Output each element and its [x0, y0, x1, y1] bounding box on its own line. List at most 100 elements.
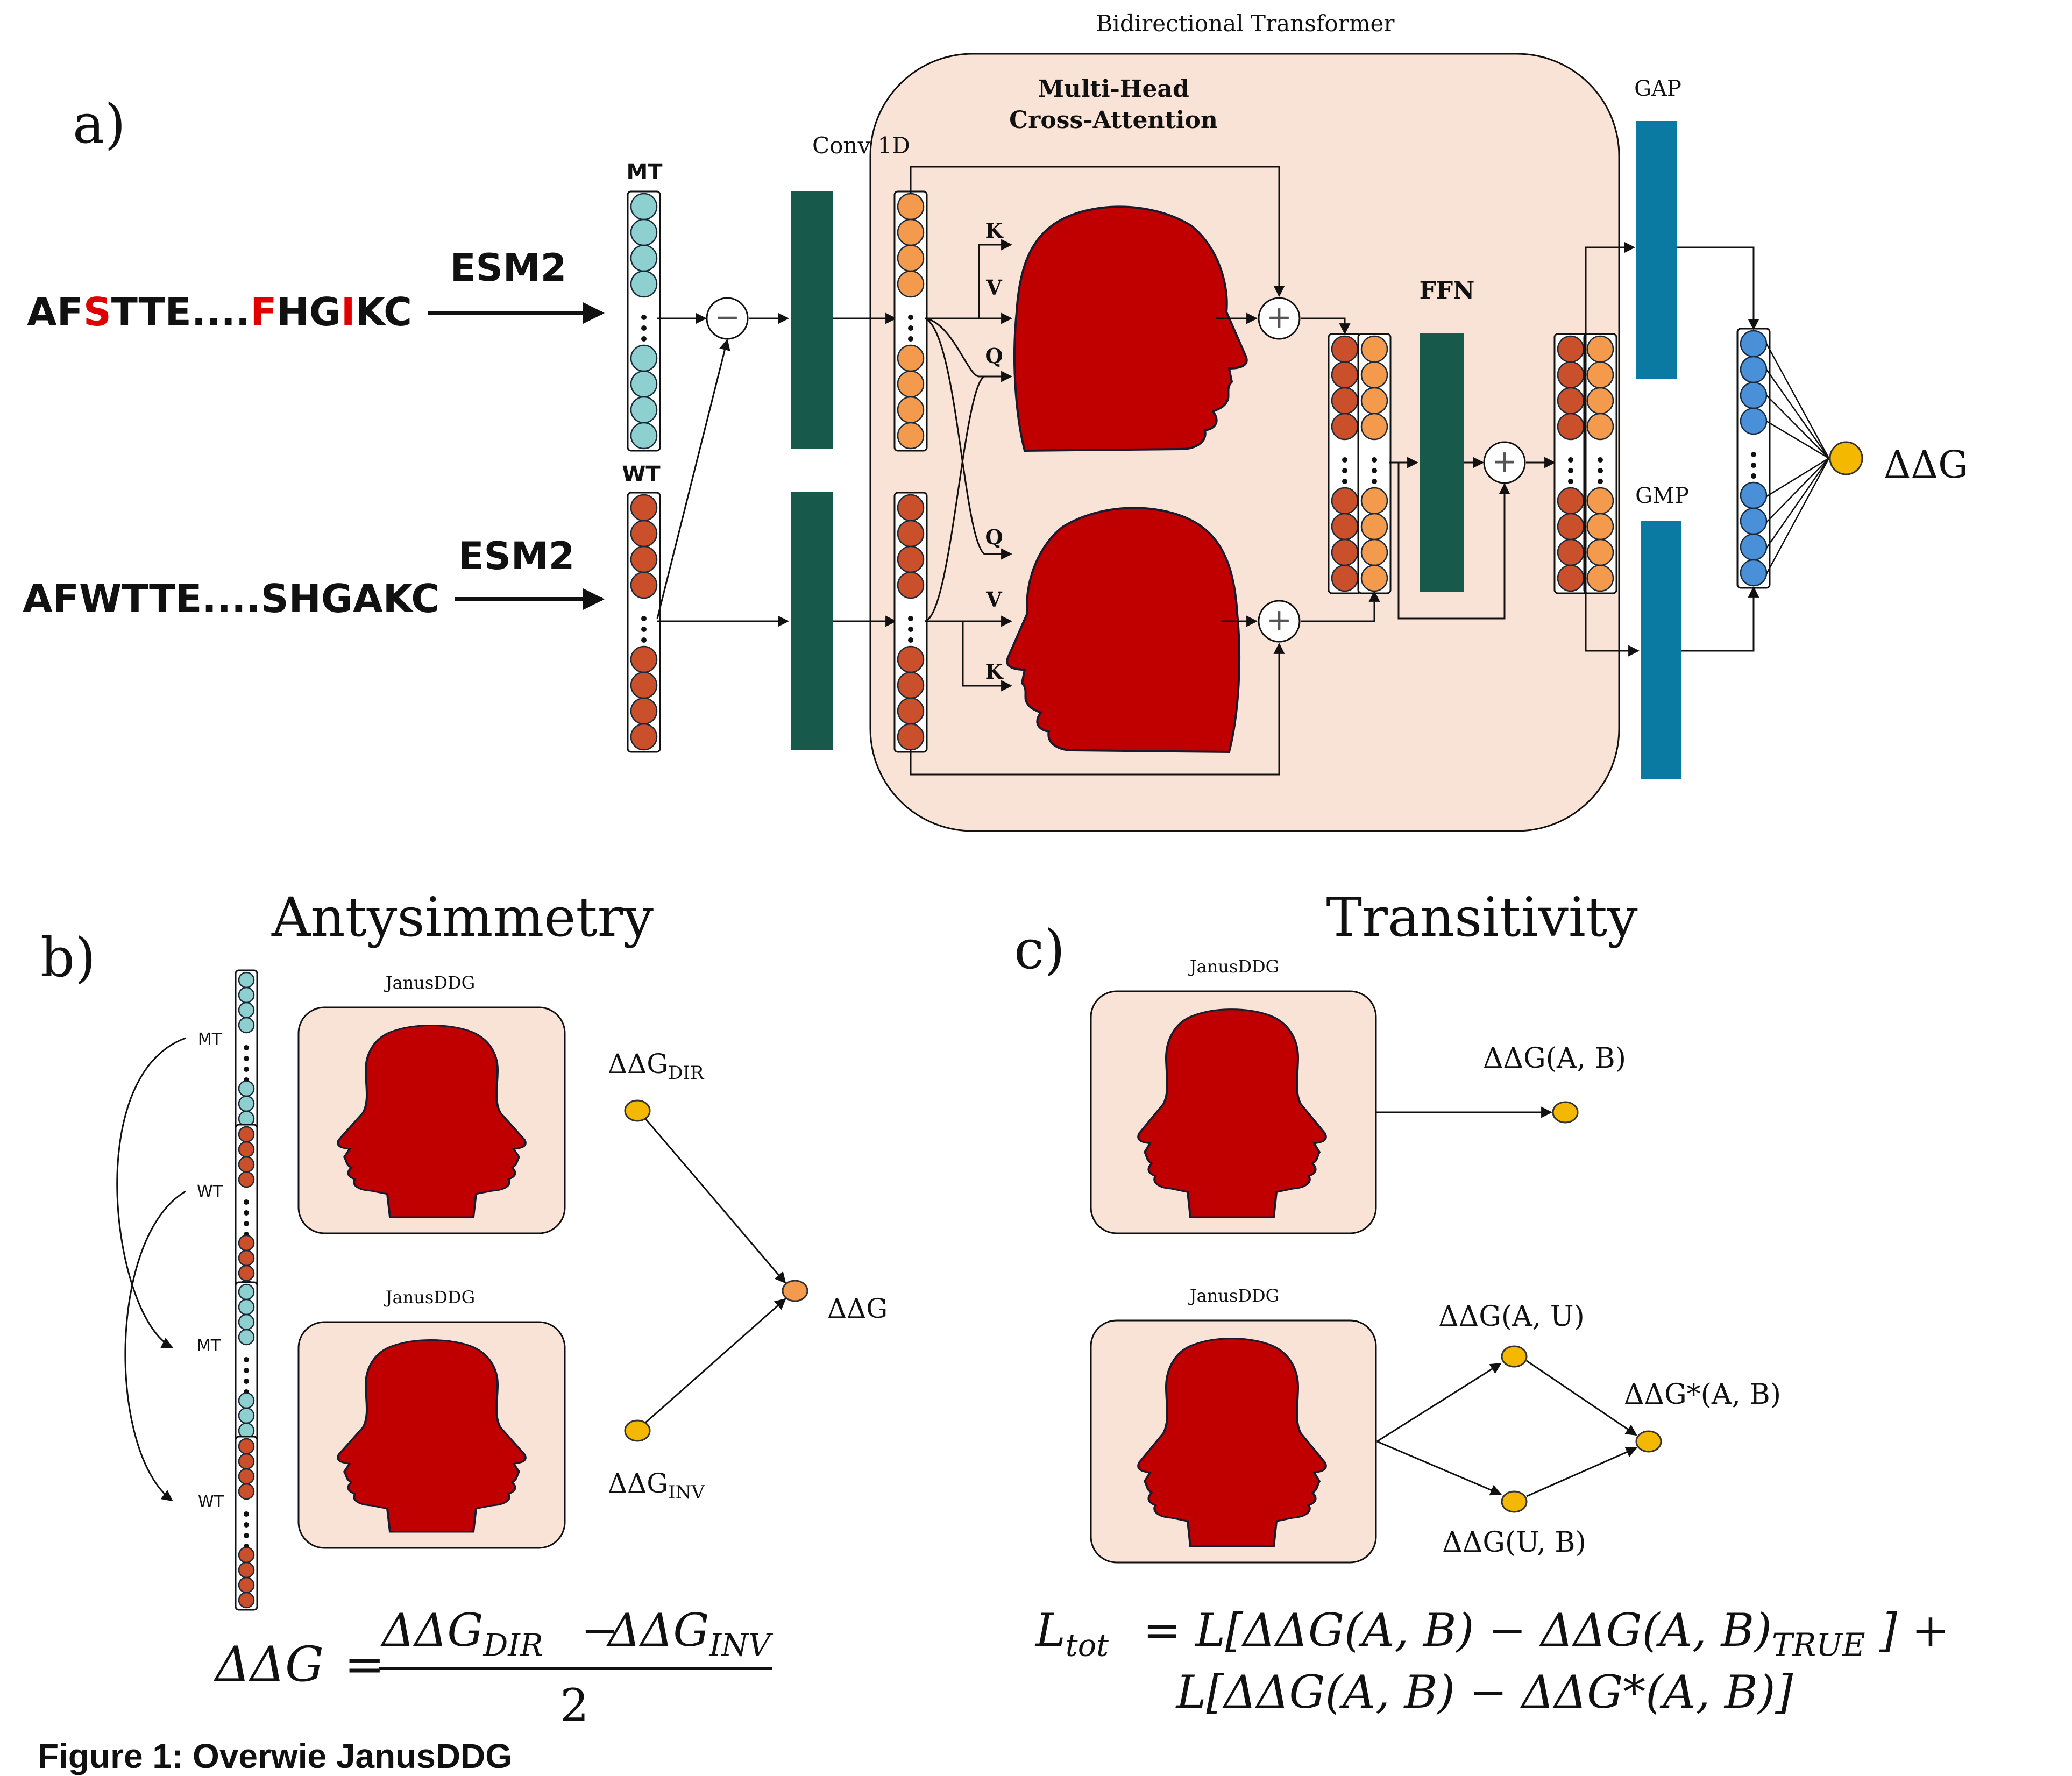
- token-node: [897, 218, 925, 246]
- token-node: [630, 244, 658, 272]
- panel-b: b)AntysimmetryMTWTMTWTJanusDDGJanusDDGΔΔ…: [40, 886, 888, 1732]
- token-node: [1331, 564, 1359, 592]
- dense-edge: [1766, 395, 1829, 459]
- token-node: [630, 270, 658, 298]
- ddg-ab-label: ΔΔG(A, B): [1483, 1042, 1626, 1075]
- connector: [925, 375, 985, 622]
- token-node: [897, 244, 925, 272]
- token-node: [1740, 330, 1768, 358]
- ellipsis-dot: [244, 1533, 249, 1538]
- ellipsis-dot: [641, 325, 647, 331]
- ellipsis-dot: [908, 336, 913, 342]
- ellipsis-dot: [244, 1045, 249, 1050]
- key-label: K: [985, 218, 1004, 243]
- token-node: [630, 545, 658, 573]
- janus-label: JanusDDG: [1188, 956, 1279, 977]
- janus-label: JanusDDG: [1188, 1285, 1279, 1306]
- attention-title: Multi-Head: [1038, 75, 1189, 103]
- connector: [962, 621, 1013, 692]
- ellipsis-dot: [1568, 457, 1573, 463]
- token-node: [897, 370, 925, 398]
- add-operator: +: [1258, 600, 1301, 643]
- operator-symbol: +: [1266, 602, 1292, 638]
- ellipsis-dot: [1598, 479, 1603, 484]
- mt-sequence: AFSTTE....FHGIKC: [27, 289, 412, 335]
- token-node: [238, 1468, 255, 1485]
- token-node: [897, 545, 925, 573]
- token-node: [630, 344, 658, 372]
- token-node: [1360, 487, 1388, 515]
- token-node: [1360, 513, 1388, 541]
- wt-label: WT: [197, 1182, 223, 1201]
- query-label: Q: [985, 525, 1003, 549]
- connector: [1526, 1447, 1637, 1497]
- ellipsis-dot: [908, 325, 913, 331]
- token-node: [238, 1453, 255, 1470]
- token-node: [1586, 361, 1614, 389]
- formula-minus: −: [581, 1604, 619, 1657]
- connector: [910, 642, 1285, 776]
- ellipsis-dot: [1751, 473, 1756, 479]
- wt-stream-column: [893, 492, 928, 753]
- connector: [925, 317, 1013, 560]
- token-node: [238, 1392, 255, 1409]
- token-node: [630, 494, 658, 522]
- token-node: [1557, 564, 1585, 592]
- connector: [644, 1118, 786, 1284]
- ddg-avg-label: ΔΔG: [827, 1293, 888, 1324]
- token-node: [1360, 361, 1388, 389]
- ellipsis-dot: [1598, 457, 1603, 463]
- token-node: [630, 723, 658, 751]
- mt-label: MT: [626, 160, 663, 184]
- panel-a: a)Bidirectional TransformerMulti-HeadCro…: [23, 10, 1968, 832]
- add-operator: +: [1258, 297, 1301, 340]
- input-column: [235, 969, 258, 1145]
- token-node: [1740, 507, 1768, 535]
- ellipsis-dot: [641, 616, 647, 621]
- key-label: K: [985, 659, 1004, 684]
- token-node: [238, 1546, 255, 1564]
- token-node: [1360, 387, 1388, 415]
- loss-line-1: = L[ΔΔG(A, B) − ΔΔG(A, B)TRUE ] +: [1143, 1604, 1949, 1663]
- wt-embedding: [627, 492, 661, 753]
- ellipsis-dot: [244, 1368, 249, 1373]
- ddg-ub-label: ΔΔG(U, B): [1442, 1526, 1586, 1559]
- value-label: V: [985, 275, 1003, 300]
- janus-label: JanusDDG: [384, 1287, 475, 1308]
- ellipsis-dot: [244, 1221, 249, 1226]
- token-node: [238, 1561, 255, 1579]
- token-node: [630, 697, 658, 725]
- token-node: [897, 270, 925, 298]
- token-node: [238, 986, 255, 1004]
- ellipsis-dot: [244, 1379, 249, 1384]
- ddg-output-label: ΔΔG: [1884, 443, 1968, 487]
- token-node: [1586, 538, 1614, 566]
- token-node: [897, 520, 925, 548]
- ddg-au-node: [1501, 1345, 1528, 1368]
- output-column: [1583, 333, 1617, 594]
- connector: [1376, 1440, 1502, 1496]
- dense-edge: [1765, 458, 1830, 549]
- ellipsis-dot: [1372, 479, 1377, 484]
- token-node: [897, 645, 925, 673]
- ellipsis-dot: [908, 315, 913, 320]
- token-node: [1360, 335, 1388, 363]
- janus-label: JanusDDG: [384, 972, 475, 993]
- ellipsis-dot: [641, 637, 647, 643]
- token-node: [1331, 387, 1359, 415]
- token-node: [238, 1249, 255, 1267]
- ellipsis-dot: [641, 315, 647, 320]
- panel-label: c): [1014, 918, 1065, 981]
- token-node: [897, 422, 925, 450]
- operator-circle: [1258, 600, 1301, 643]
- dense-edge: [1765, 369, 1830, 459]
- ddg-star-node: [1635, 1430, 1662, 1453]
- token-node: [630, 520, 658, 548]
- mt-label: MT: [197, 1337, 221, 1355]
- token-node: [1557, 487, 1585, 515]
- token-node: [630, 422, 658, 450]
- conv-label: Conv 1D: [812, 132, 910, 159]
- ffn-block: [1420, 333, 1464, 592]
- ddg-inv-label: ΔΔGINV: [608, 1468, 705, 1503]
